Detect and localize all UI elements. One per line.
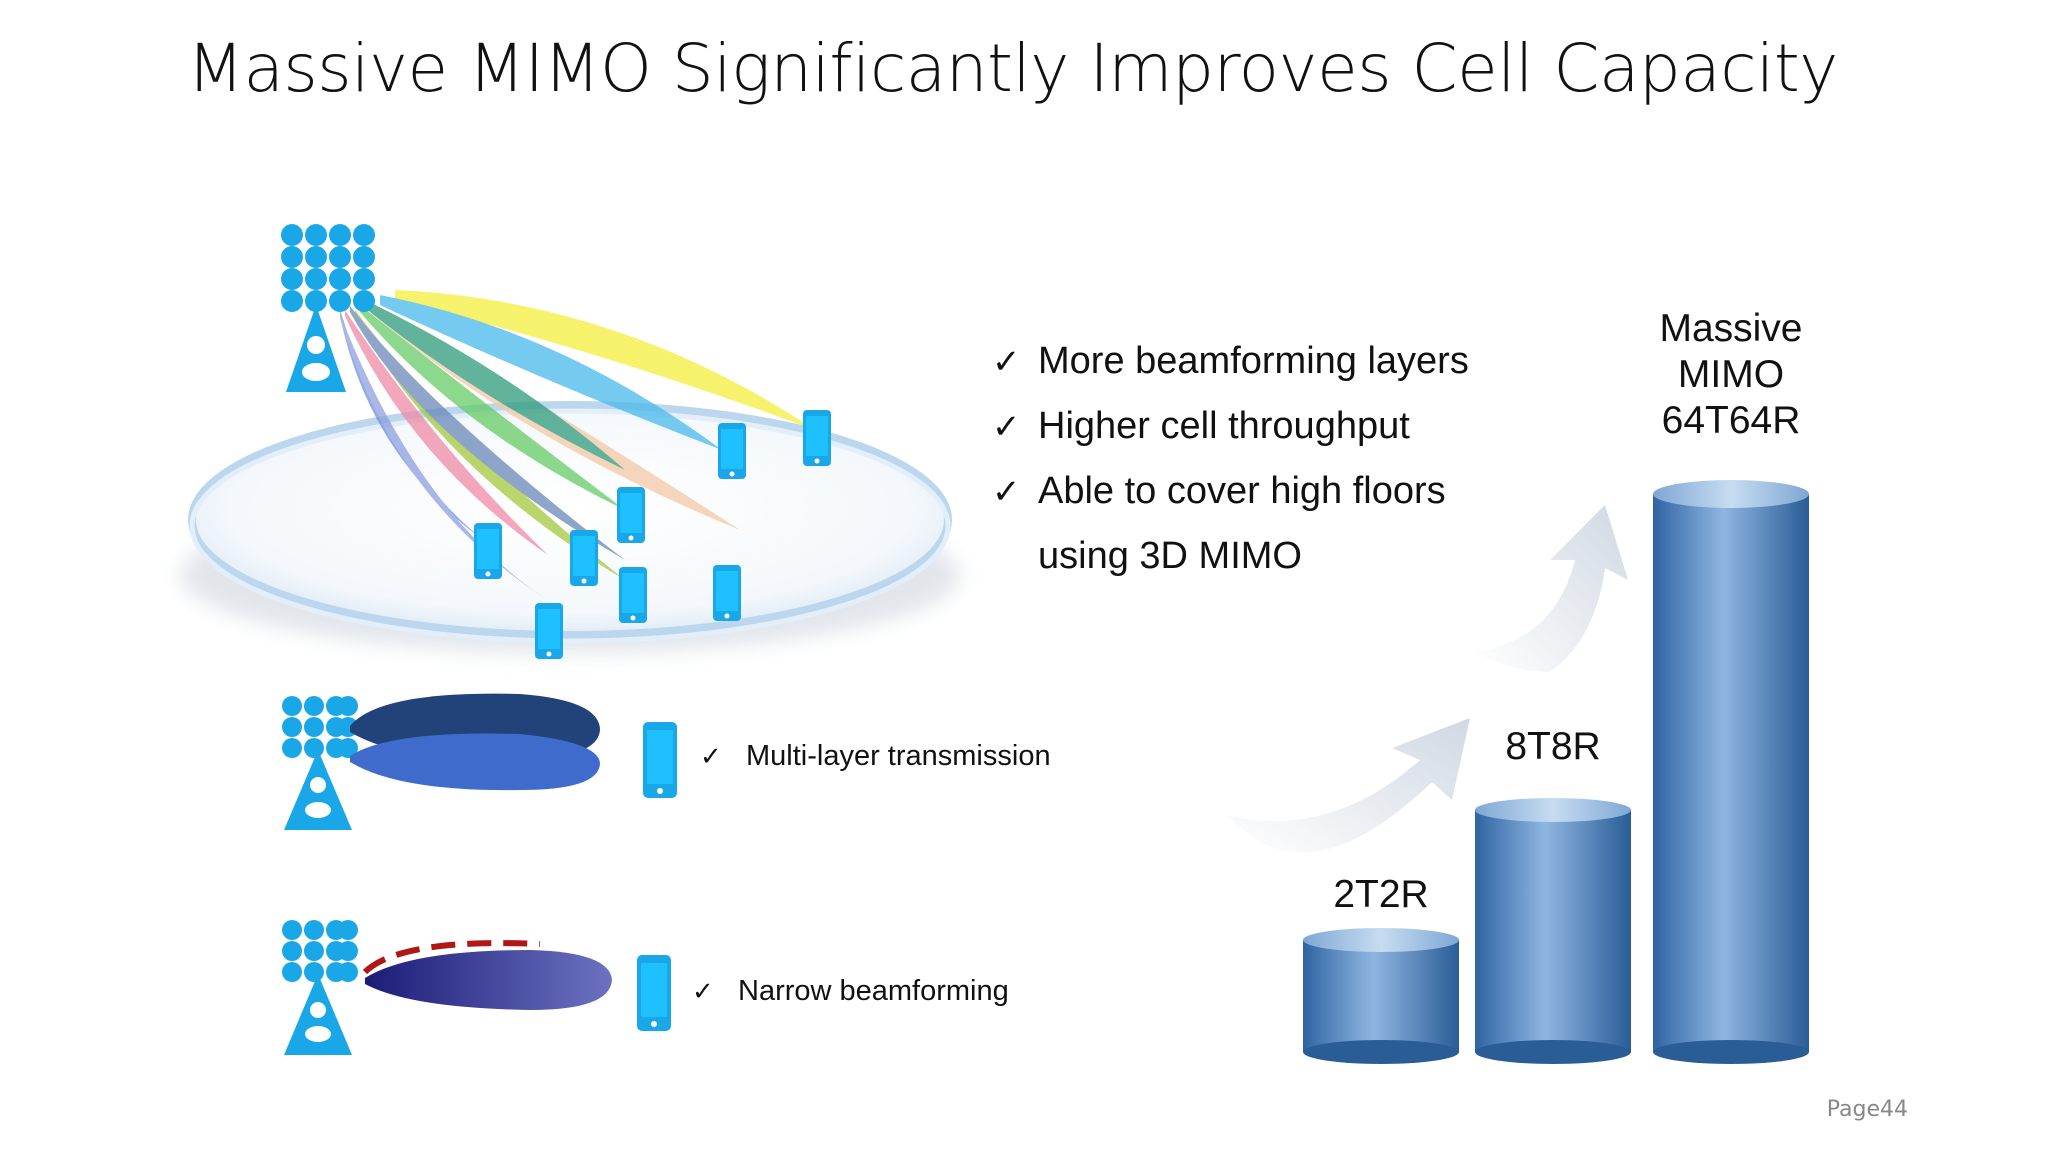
growth-arrow-1 (1225, 718, 1470, 853)
narrow-beam-diagram (282, 920, 671, 1055)
bar-label-8t8r: 8T8R (1505, 725, 1601, 768)
small-antenna-icon (282, 696, 358, 830)
bar-label-line: Massive (1659, 307, 1803, 350)
small-antenna-icon (282, 920, 358, 1055)
dashed-wide-beam (362, 940, 541, 975)
bar-label-2t2r: 2T2R (1333, 873, 1429, 916)
technique-label: Narrow beamforming (738, 975, 1009, 1007)
phone-icon (570, 530, 598, 586)
technique-item: ✓ Narrow beamforming (692, 975, 1009, 1008)
benefit-text: Higher cell throughput (1038, 405, 1410, 447)
benefit-text: using 3D MIMO (1038, 535, 1302, 577)
phone-icon (617, 487, 645, 543)
benefit-item: ✓ More beamforming layers (992, 340, 1469, 383)
page-number: Page44 (1826, 1097, 1908, 1122)
phone-icon (535, 603, 563, 659)
check-icon: ✓ (992, 408, 1021, 446)
check-icon: ✓ (700, 741, 722, 771)
phone-icon (803, 410, 831, 466)
check-icon: ✓ (992, 473, 1021, 511)
capacity-bar-64t64r (1653, 480, 1809, 1064)
narrow-beam (365, 950, 612, 1010)
check-icon: ✓ (692, 976, 714, 1006)
benefit-item-continued: using 3D MIMO (1038, 535, 1302, 578)
technique-item: ✓ Multi-layer transmission (700, 740, 1051, 773)
benefit-text: More beamforming layers (1038, 340, 1469, 382)
multi-layer-diagram (282, 693, 677, 830)
growth-arrow-2 (1475, 505, 1628, 672)
bar-label-64t64r: Massive MIMO 64T64R (1641, 306, 1821, 444)
beam-yellow (395, 290, 815, 430)
check-icon: ✓ (992, 343, 1021, 381)
phone-icon (718, 423, 746, 479)
phone-icon (474, 523, 502, 579)
benefit-text: Able to cover high floors (1038, 470, 1446, 512)
bar-label-line: 64T64R (1661, 399, 1801, 442)
phones (474, 410, 831, 659)
technique-label: Multi-layer transmission (746, 740, 1051, 772)
benefit-item: ✓ Able to cover high floors (992, 470, 1446, 513)
beam-lightblue (380, 295, 722, 450)
bar-label-line: MIMO (1677, 353, 1785, 396)
beam-lower (350, 733, 600, 791)
beams (340, 290, 815, 605)
antenna-array (281, 224, 375, 312)
main-antenna-icon (281, 224, 375, 392)
beam-green (365, 300, 625, 470)
phone-icon (619, 567, 647, 623)
capacity-bar-8t8r (1475, 798, 1631, 1064)
capacity-bar-2t2r (1303, 928, 1459, 1064)
capacity-bars (1303, 480, 1809, 1064)
slide-title: Massive MIMO Significantly Improves Cell… (187, 30, 1838, 107)
phone-icon (643, 722, 677, 798)
phone-icon (713, 565, 741, 621)
benefit-item: ✓ Higher cell throughput (992, 405, 1410, 448)
phone-icon (637, 955, 671, 1031)
